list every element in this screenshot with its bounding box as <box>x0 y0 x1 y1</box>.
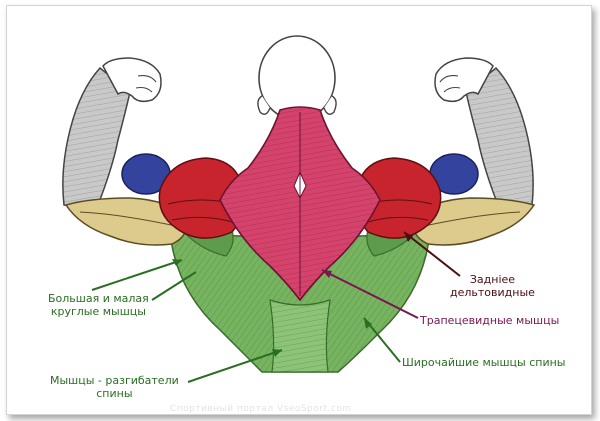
label-teres-line1: Большая и малая <box>48 292 149 305</box>
leader-line-teres <box>91 259 197 301</box>
label-deltoid-line2: дельтовидные <box>450 286 535 299</box>
right-forearm-muscle <box>465 66 534 211</box>
label-trapezius: Трапецевидные мышцы <box>420 314 560 327</box>
leader-line-erector <box>187 349 283 383</box>
label-latissimus: Широчайшие мышцы спины <box>402 356 566 369</box>
latissimus-dorsi-muscle <box>169 231 431 373</box>
right-deltoid-muscle <box>355 157 442 239</box>
label-teres: Большая и малая круглые мышцы <box>48 292 149 318</box>
label-deltoid: Заднiее дельтовидные <box>450 273 535 299</box>
right-fist <box>434 57 494 103</box>
label-deltoid-line1: Заднiее <box>469 273 516 286</box>
label-erector-line2: спины <box>96 387 133 400</box>
label-teres-line2: круглые мышцы <box>50 305 146 318</box>
label-erector-line1: Мышцы - разгибатели <box>50 374 179 387</box>
erector-spinae-muscle <box>269 299 331 373</box>
leader-line-latissimus <box>363 317 401 363</box>
leader-line-trapezius <box>321 269 419 319</box>
leader-line-deltoid <box>403 231 461 277</box>
trapezius-muscle <box>219 106 381 302</box>
left-fist <box>102 57 162 103</box>
head <box>257 35 337 121</box>
watermark: Спортивный портал VseoSport.com <box>170 404 352 414</box>
label-erector: Мышцы - разгибатели спины <box>50 374 179 400</box>
